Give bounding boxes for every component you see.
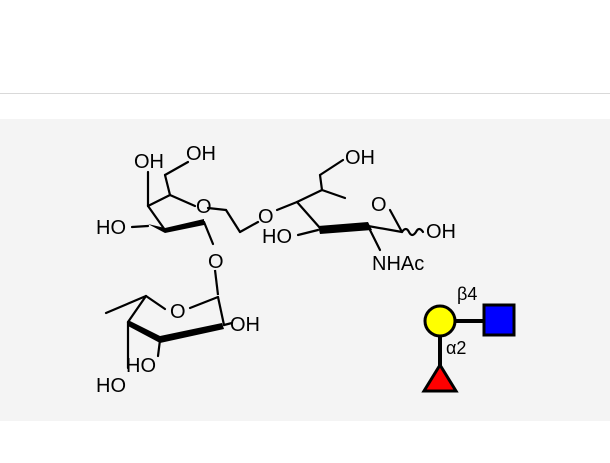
gal-oh4-label: OH <box>134 151 164 173</box>
fuc-bond-c1-c2 <box>216 295 226 327</box>
gal-bond-o-c1 <box>206 206 228 212</box>
glcnac-ring <box>295 158 425 252</box>
gal-bond-c5-o <box>168 193 197 208</box>
gal-oh3-label: HO <box>96 217 126 239</box>
b4-bond-left <box>238 220 260 234</box>
galactose-circle-icon <box>423 304 457 338</box>
fuc-oh3-label: HO <box>126 355 156 377</box>
glcnac-square-icon <box>482 303 516 337</box>
glc-bond-c4-c3 <box>295 200 322 230</box>
glc-ring-o-label: O <box>371 194 387 216</box>
divider-line <box>0 93 610 94</box>
glc-bond-c4-c5 <box>295 188 324 204</box>
b4-bond-right <box>275 200 299 212</box>
gal-bond-c6-oh <box>163 160 190 177</box>
gal-oh6-label: OH <box>186 143 216 165</box>
gal-bond-c3-c4 <box>146 204 167 232</box>
fuc-oh4-label: HO <box>96 375 126 397</box>
bottom-area <box>0 421 610 463</box>
glc-nhac-label: NHAc <box>372 253 424 275</box>
gal-bond-c5-c6 <box>163 173 172 197</box>
gal-bond-c3-oh <box>130 224 150 229</box>
gal-wedge-front <box>148 219 204 233</box>
gal-ring-o-label: O <box>196 196 212 218</box>
glc-oh1-label: OH <box>426 221 456 243</box>
glc-bond-c6-oh <box>318 158 345 177</box>
fuc-bond-methyl <box>104 294 148 315</box>
glycan-symbol: β4 α2 <box>421 284 516 393</box>
beta4-label: β4 <box>457 284 477 304</box>
galactose-ring <box>130 160 242 246</box>
glc-bond-c5-o <box>320 188 347 200</box>
glc-bond-c3-oh <box>296 228 320 237</box>
fuc-oh2-label: OH <box>230 314 260 336</box>
fucose-triangle-icon <box>421 362 459 393</box>
bond-gal-glcnac <box>238 200 299 234</box>
glc-bond-c2-c1 <box>367 224 403 234</box>
fuc-ring-o-label: O <box>170 301 186 323</box>
gal-bond-c1-o <box>224 208 242 234</box>
alpha2-label: α2 <box>446 338 466 358</box>
glc-oh6-label: OH <box>345 147 375 169</box>
glycosidic-o-a2-label: O <box>208 251 224 273</box>
fuc-bond-c5-c4 <box>126 294 148 324</box>
glc-bond-c6 <box>318 173 324 192</box>
gal-bond-c4-c5 <box>146 193 172 208</box>
fuc-bond-c5-o <box>144 294 167 311</box>
fuc-wedge-front <box>128 320 224 343</box>
gal-bond-c2-down <box>202 220 215 246</box>
fucose-ring <box>104 294 234 370</box>
glc-oh3-label: HO <box>262 226 292 248</box>
glc-wedge-front <box>318 222 372 234</box>
a2-bond <box>213 269 220 296</box>
glc-bond-c1-o <box>388 208 404 234</box>
glc-wavy-bond <box>400 227 425 237</box>
figure-panel <box>0 119 610 421</box>
fuc-bond-c2-oh <box>222 321 234 327</box>
fuc-bond-o-c1 <box>188 295 220 310</box>
glycosidic-o-b4-label: O <box>258 206 274 228</box>
top-area <box>0 0 610 93</box>
